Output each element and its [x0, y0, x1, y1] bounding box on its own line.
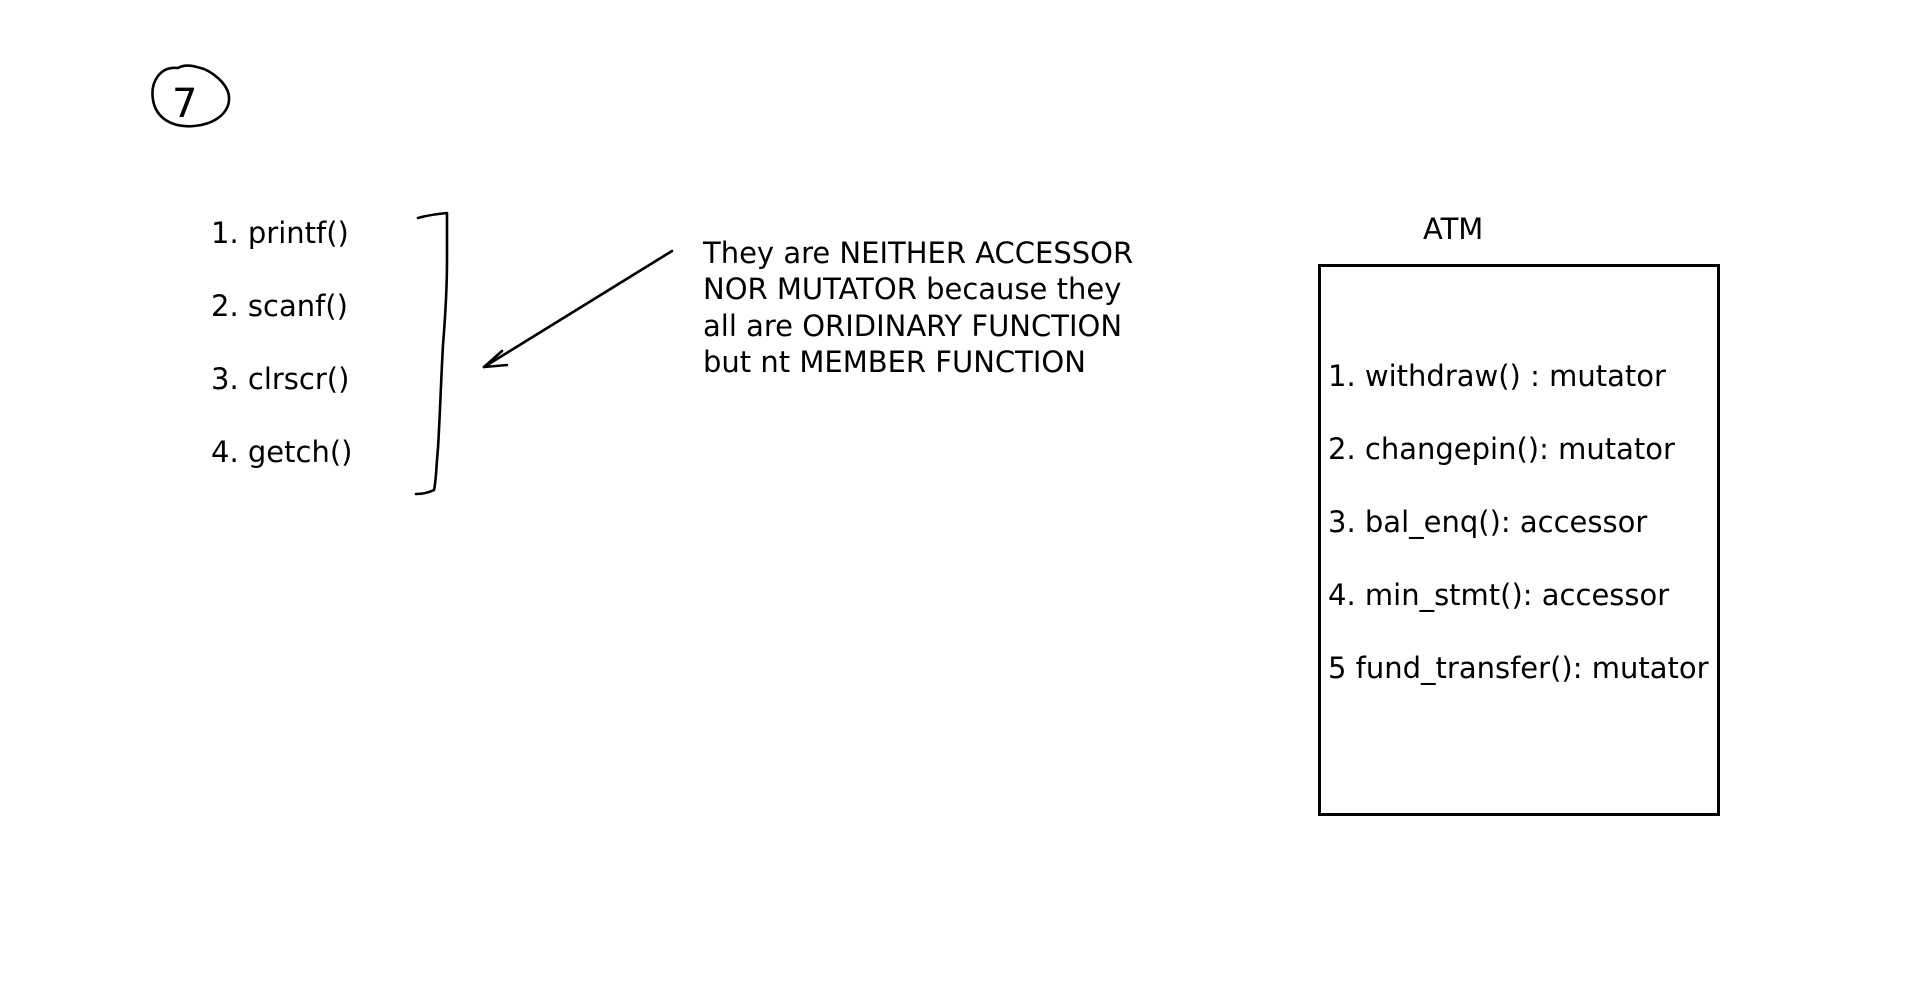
- page-number-circle: [151, 64, 231, 128]
- page-number-badge: 7: [151, 64, 231, 128]
- atm-method-changepin: 2. changepin(): mutator: [1328, 432, 1675, 466]
- function-item-scanf: 2. scanf(): [211, 289, 348, 323]
- function-item-clrscr: 3. clrscr(): [211, 362, 350, 396]
- function-item-getch: 4. getch(): [211, 435, 353, 469]
- atm-title: ATM: [1423, 212, 1484, 246]
- page-number-glyph: 7: [172, 81, 197, 127]
- function-item-printf: 1. printf(): [211, 216, 349, 250]
- atm-method-withdraw: 1. withdraw() : mutator: [1328, 359, 1666, 393]
- atm-class-box: [1318, 264, 1720, 816]
- atm-method-min-stmt: 4. min_stmt(): accessor: [1328, 578, 1670, 612]
- note-line-2: NOR MUTATOR because they: [703, 272, 1122, 306]
- atm-method-fund-transfer: 5 fund_transfer(): mutator: [1328, 651, 1709, 685]
- pointer-arrow: [482, 249, 674, 369]
- note-line-3: all are ORIDINARY FUNCTION: [703, 309, 1123, 343]
- atm-method-bal-enq: 3. bal_enq(): accessor: [1328, 505, 1648, 539]
- note-line-1: They are NEITHER ACCESSOR: [703, 236, 1134, 270]
- grouping-bracket: [414, 211, 449, 496]
- note-line-4: but nt MEMBER FUNCTION: [703, 345, 1086, 379]
